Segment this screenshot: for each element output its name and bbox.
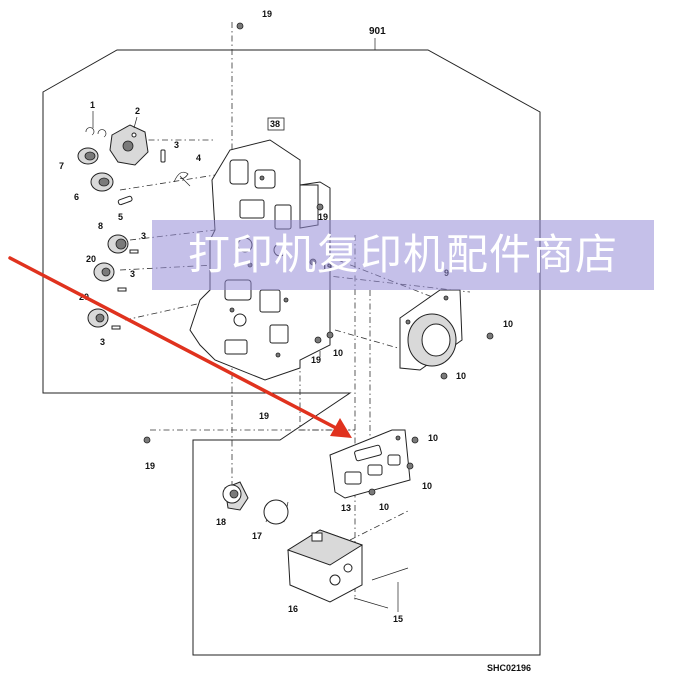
callout-19-top: 19 [262, 9, 272, 19]
knob-18 [222, 481, 249, 511]
callout-6: 6 [74, 192, 79, 202]
red-arrow [8, 256, 352, 438]
callout-10b: 10 [456, 371, 466, 381]
gear-20b [87, 308, 109, 328]
callout-15: 15 [393, 614, 403, 624]
callout-10f: 10 [379, 502, 389, 512]
spring-4 [173, 171, 191, 187]
gear-2 [109, 124, 149, 166]
callout-19d: 19 [259, 411, 269, 421]
callout-901: 901 [369, 26, 386, 37]
pin-5 [117, 195, 133, 206]
spring-17 [263, 499, 289, 525]
clips-3 [111, 249, 139, 330]
gear-6 [90, 172, 114, 192]
callout-3a: 3 [174, 140, 179, 150]
callout-3c: 3 [130, 269, 135, 279]
callout-20a: 20 [86, 254, 96, 264]
callout-5: 5 [118, 212, 123, 222]
callout-19e: 19 [145, 461, 155, 471]
pin-3a [160, 149, 166, 163]
motor-9 [399, 289, 463, 371]
screws-15 [353, 567, 409, 609]
board-13 [329, 429, 411, 499]
callout-18: 18 [216, 517, 226, 527]
callout-13: 13 [341, 503, 351, 513]
callout-17: 17 [252, 531, 262, 541]
callout-2: 2 [135, 106, 140, 116]
callout-8: 8 [98, 221, 103, 231]
solenoid-16 [286, 529, 364, 603]
callout-1: 1 [90, 100, 95, 110]
callout-16: 16 [288, 604, 298, 614]
callout-10d: 10 [428, 433, 438, 443]
callout-7: 7 [59, 161, 64, 171]
callout-10c: 10 [333, 348, 343, 358]
doc-code: SHC02196 [487, 663, 531, 673]
e-ring-1 [85, 127, 107, 138]
callout-10e: 10 [422, 481, 432, 491]
screws-10-19 [143, 22, 494, 496]
callout-38: 38 [270, 119, 280, 129]
callout-4: 4 [196, 153, 201, 163]
callout-3b: 3 [141, 231, 146, 241]
gear-7 [77, 147, 99, 165]
watermark-banner: 打印机复印机配件商店 [152, 220, 654, 290]
callout-19c: 19 [311, 355, 321, 365]
gear-20a [93, 262, 115, 282]
callout-3d: 3 [100, 337, 105, 347]
callout-19a: 19 [318, 212, 328, 222]
gear-8 [107, 234, 129, 254]
assembly-901-frame [42, 49, 541, 656]
callout-10a: 10 [503, 319, 513, 329]
